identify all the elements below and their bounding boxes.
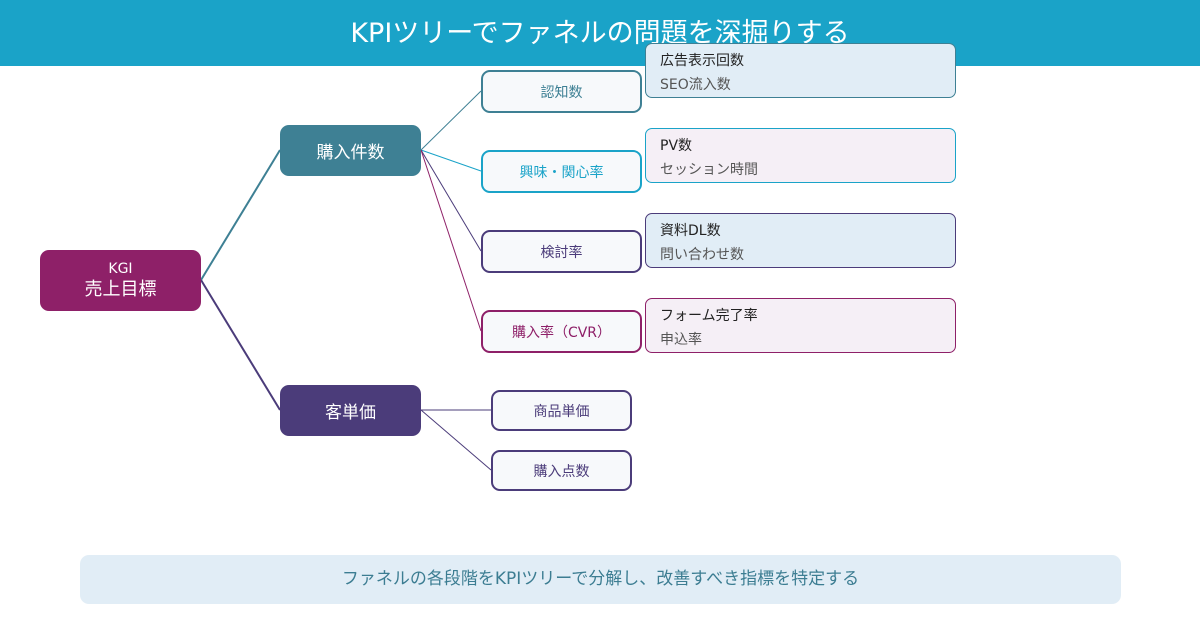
summary-banner: ファネルの各段階をKPIツリーで分解し、改善すべき指標を特定する bbox=[80, 555, 1121, 604]
item-price-node: 商品単価 bbox=[491, 390, 632, 431]
detail-line-primary: 広告表示回数 bbox=[660, 53, 744, 69]
purchase-count-node: 購入件数 bbox=[280, 125, 421, 176]
interest-detail-card: PV数 セッション時間 bbox=[645, 128, 956, 183]
header-bar: KPIツリーでファネルの問題を深掘りする bbox=[0, 0, 1200, 66]
interest-rate-node: 興味・関心率 bbox=[481, 150, 642, 193]
detail-line-secondary: セッション時間 bbox=[660, 162, 758, 178]
kgi-title: 売上目標 bbox=[84, 278, 157, 300]
conversion-detail-card: フォーム完了率 申込率 bbox=[645, 298, 956, 353]
detail-line-primary: 資料DL数 bbox=[660, 223, 721, 239]
link-purchase-cvr bbox=[420, 149, 482, 332]
consideration-detail-card: 資料DL数 問い合わせ数 bbox=[645, 213, 956, 268]
link-kgi-price bbox=[200, 279, 281, 411]
link-purchase-interest bbox=[420, 149, 482, 172]
unit-price-node: 客単価 bbox=[280, 385, 421, 436]
detail-line-secondary: 問い合わせ数 bbox=[660, 247, 744, 263]
detail-line-secondary: SEO流入数 bbox=[660, 77, 731, 93]
conversion-rate-node: 購入率（CVR） bbox=[481, 310, 642, 353]
kgi-node: KGI 売上目標 bbox=[40, 250, 201, 311]
detail-line-primary: フォーム完了率 bbox=[660, 308, 758, 324]
consideration-rate-node: 検討率 bbox=[481, 230, 642, 273]
item-quantity-node: 購入点数 bbox=[491, 450, 632, 491]
detail-line-primary: PV数 bbox=[660, 138, 693, 154]
detail-line-secondary: 申込率 bbox=[660, 332, 702, 348]
link-purchase-consider bbox=[420, 149, 482, 252]
kgi-label: KGI bbox=[108, 260, 133, 277]
link-price-qty bbox=[420, 409, 492, 471]
awareness-detail-card: 広告表示回数 SEO流入数 bbox=[645, 43, 956, 98]
link-purchase-awareness bbox=[420, 90, 482, 151]
awareness-node: 認知数 bbox=[481, 70, 642, 113]
link-kgi-purchase bbox=[200, 149, 281, 281]
